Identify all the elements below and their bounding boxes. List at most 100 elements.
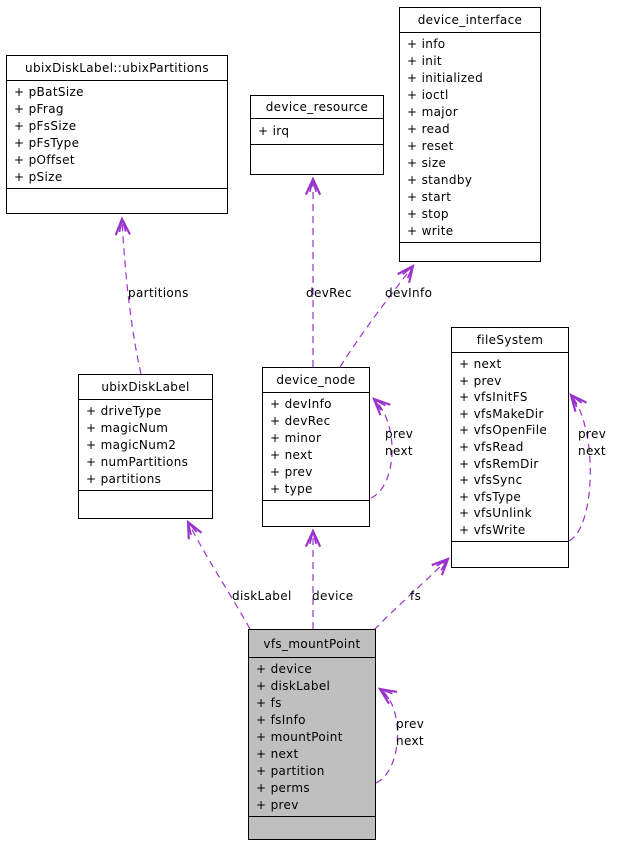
- attr-row: + standby: [407, 173, 473, 187]
- edge-fs: [373, 557, 450, 631]
- attr-row: + pBatSize: [14, 85, 84, 99]
- attr-row: + irq: [258, 124, 290, 138]
- attr-row: + info: [407, 37, 446, 51]
- edge-label-line-next: next: [578, 444, 606, 458]
- attr-row: + read: [407, 122, 450, 136]
- class-methods-empty: [251, 145, 383, 174]
- edge-devicenode-selfloop: [370, 397, 393, 499]
- attr-row: + vfsWrite: [459, 522, 526, 537]
- class-box-device-interface[interactable]: device_interface + info + init + initial…: [399, 7, 541, 262]
- attr-row: + next: [270, 448, 313, 462]
- edge-label-line-next: next: [385, 444, 413, 458]
- attr-row: + partitions: [86, 472, 162, 486]
- class-attrs: + pBatSize + pFrag + pFsSize + pFsType +…: [7, 81, 227, 189]
- class-attrs: + irq: [251, 119, 383, 145]
- attr-row: + diskLabel: [256, 679, 331, 693]
- edge-label-disklabel: diskLabel: [232, 589, 292, 603]
- attr-row: + next: [256, 747, 299, 761]
- edge-label-devicenode-selfloop: prev next: [385, 426, 413, 460]
- edge-label-line-next: next: [396, 734, 424, 748]
- class-title[interactable]: device_interface: [400, 8, 540, 33]
- attr-row: + driveType: [86, 404, 162, 418]
- class-methods-empty: [263, 501, 369, 526]
- class-methods-empty: [249, 817, 375, 839]
- class-title[interactable]: fileSystem: [452, 328, 568, 353]
- attr-row: + vfsType: [459, 489, 522, 504]
- edge-label-line-prev: prev: [385, 427, 414, 441]
- edge-label-line-prev: prev: [578, 427, 607, 441]
- attr-row: + next: [459, 357, 502, 371]
- attr-row: + numPartitions: [86, 455, 189, 469]
- attr-row: + ioctl: [407, 88, 449, 102]
- attr-row: + partition: [256, 764, 325, 778]
- attr-row: + size: [407, 156, 447, 170]
- attr-row: + pFsSize: [14, 119, 77, 133]
- class-methods-empty: [79, 491, 212, 518]
- edge-label-device: device: [312, 589, 354, 603]
- attr-row: + fs: [256, 696, 282, 710]
- class-methods-empty: [400, 243, 540, 261]
- attr-row: + type: [270, 482, 313, 496]
- class-attrs: + next + prev + vfsInitFS + vfsMakeDir +…: [452, 353, 568, 542]
- attr-row: + devRec: [270, 414, 331, 428]
- attr-row: + stop: [407, 207, 449, 221]
- edge-label-fs: fs: [410, 589, 422, 603]
- attr-row: + fsInfo: [256, 713, 306, 727]
- attr-row: + devInfo: [270, 397, 332, 411]
- attr-row: + magicNum2: [86, 438, 177, 452]
- edge-filesystem-selfloop: [568, 392, 591, 542]
- edge-label-line-prev: prev: [396, 717, 425, 731]
- edge-label-filesystem-selfloop: prev next: [578, 426, 606, 460]
- attr-row: + reset: [407, 139, 454, 153]
- attr-row: + start: [407, 190, 452, 204]
- edge-vfsmountpoint-selfloop: [375, 687, 399, 784]
- attr-row: + initialized: [407, 71, 484, 85]
- edge-label-vfsmountpoint-selfloop: prev next: [396, 716, 424, 750]
- class-attrs: + devInfo + devRec + minor + next + prev…: [263, 393, 369, 501]
- class-box-filesystem[interactable]: fileSystem + next + prev + vfsInitFS + v…: [451, 327, 569, 568]
- edge-partitions: [114, 216, 142, 375]
- class-attrs: + driveType + magicNum + magicNum2 + num…: [79, 400, 212, 491]
- attr-row: + vfsSync: [459, 473, 523, 488]
- attr-row: + write: [407, 224, 454, 238]
- class-box-ubixdisklabel[interactable]: ubixDiskLabel + driveType + magicNum + m…: [78, 374, 213, 519]
- attr-row: + init: [407, 54, 442, 68]
- attr-row: + mountPoint: [256, 730, 343, 744]
- edge-label-partitions: partitions: [128, 286, 189, 300]
- attr-row: + prev: [256, 798, 299, 812]
- class-attrs: + info + init + initialized + ioctl + ma…: [400, 33, 540, 243]
- attr-row: + device: [256, 662, 313, 676]
- class-title[interactable]: vfs_mountPoint: [249, 630, 375, 658]
- class-title[interactable]: device_node: [263, 368, 369, 393]
- class-title[interactable]: ubixDiskLabel::ubixPartitions: [7, 56, 227, 81]
- edge-label-devinfo: devInfo: [385, 286, 433, 300]
- attr-row: + pOffset: [14, 153, 75, 167]
- edge-devinfo: [339, 263, 415, 368]
- class-methods-empty: [452, 542, 568, 567]
- class-box-ubixpartitions[interactable]: ubixDiskLabel::ubixPartitions + pBatSize…: [6, 55, 228, 214]
- attr-row: + pFrag: [14, 102, 64, 116]
- attr-row: + vfsMakeDir: [459, 406, 544, 421]
- attr-row: + vfsRemDir: [459, 456, 539, 471]
- attr-row: + vfsOpenFile: [459, 423, 548, 438]
- attr-row: + vfsRead: [459, 439, 524, 454]
- class-box-vfs-mountpoint[interactable]: vfs_mountPoint + device + diskLabel + fs…: [248, 629, 376, 840]
- attr-row: + prev: [270, 465, 313, 479]
- attr-row: + perms: [256, 781, 310, 795]
- attr-row: + prev: [459, 373, 502, 388]
- attr-row: + magicNum: [86, 421, 169, 435]
- class-box-device-node[interactable]: device_node + devInfo + devRec + minor +…: [262, 367, 370, 527]
- attr-row: + pSize: [14, 170, 63, 184]
- attr-row: + minor: [270, 431, 322, 445]
- class-attrs: + device + diskLabel + fs + fsInfo + mou…: [249, 658, 375, 817]
- edge-disklabel: [186, 519, 251, 630]
- class-title[interactable]: ubixDiskLabel: [79, 375, 212, 400]
- class-title[interactable]: device_resource: [251, 96, 383, 119]
- class-methods-empty: [7, 189, 227, 213]
- class-box-device-resource[interactable]: device_resource + irq: [250, 95, 384, 175]
- attr-row: + major: [407, 105, 458, 119]
- edge-label-devrec: devRec: [306, 286, 352, 300]
- attr-row: + vfsUnlink: [459, 506, 532, 521]
